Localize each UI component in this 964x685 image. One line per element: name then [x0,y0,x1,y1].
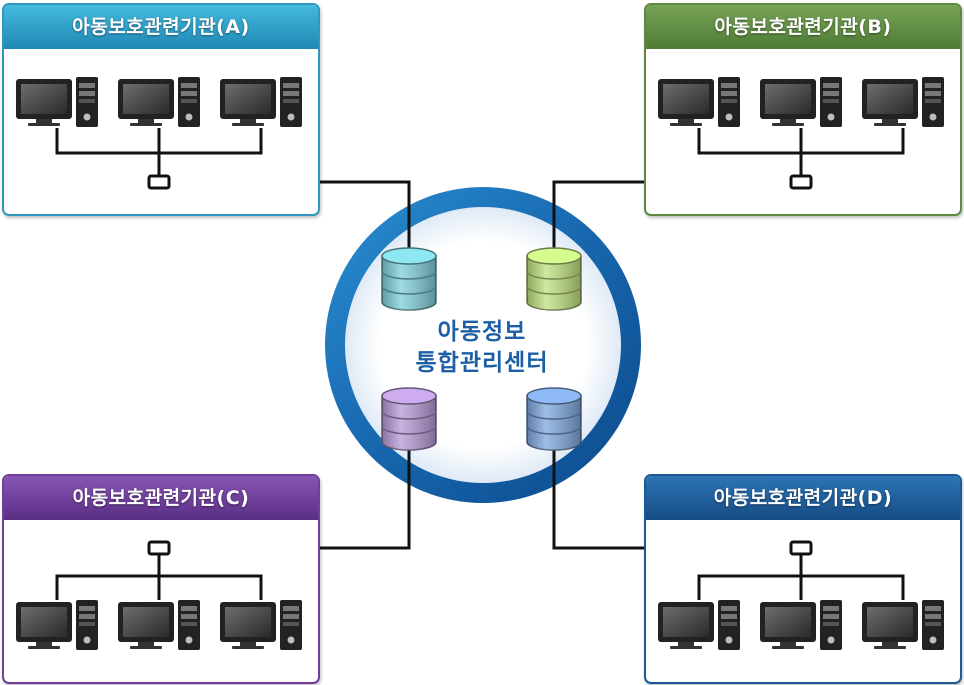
center-title-line2: 통합관리센터 [415,350,549,376]
computer-icon [118,600,200,650]
database-icon [381,247,437,311]
agency-a-network [16,77,302,190]
computer-icon [16,77,98,127]
database-icon [526,247,582,311]
hub-icon [147,540,171,556]
computer-icon [220,600,302,650]
computer-icon [760,600,842,650]
computer-icon [862,77,944,127]
agency-b-network [658,77,944,190]
agency-d-title: 아동보호관련기관(D) [646,476,960,520]
database-icon [526,387,582,451]
computer-icon [16,600,98,650]
computer-icon [658,77,740,127]
agency-c-title: 아동보호관련기관(C) [4,476,318,520]
agency-d-network [658,540,944,650]
hub-icon [147,174,171,190]
computer-icon [862,600,944,650]
hub-icon [789,540,813,556]
agency-a-title: 아동보호관련기관(A) [4,5,318,49]
computer-icon [760,77,842,127]
database-icon [381,387,437,451]
hub-icon [789,174,813,190]
db-group [381,247,582,451]
agency-c-network [16,540,302,650]
computer-icon [220,77,302,127]
inner-link-segments [407,182,556,548]
center-title-line1: 아동정보 [437,319,527,345]
agency-b-title: 아동보호관련기관(B) [646,5,960,49]
computer-icon [118,77,200,127]
computer-icon [658,600,740,650]
